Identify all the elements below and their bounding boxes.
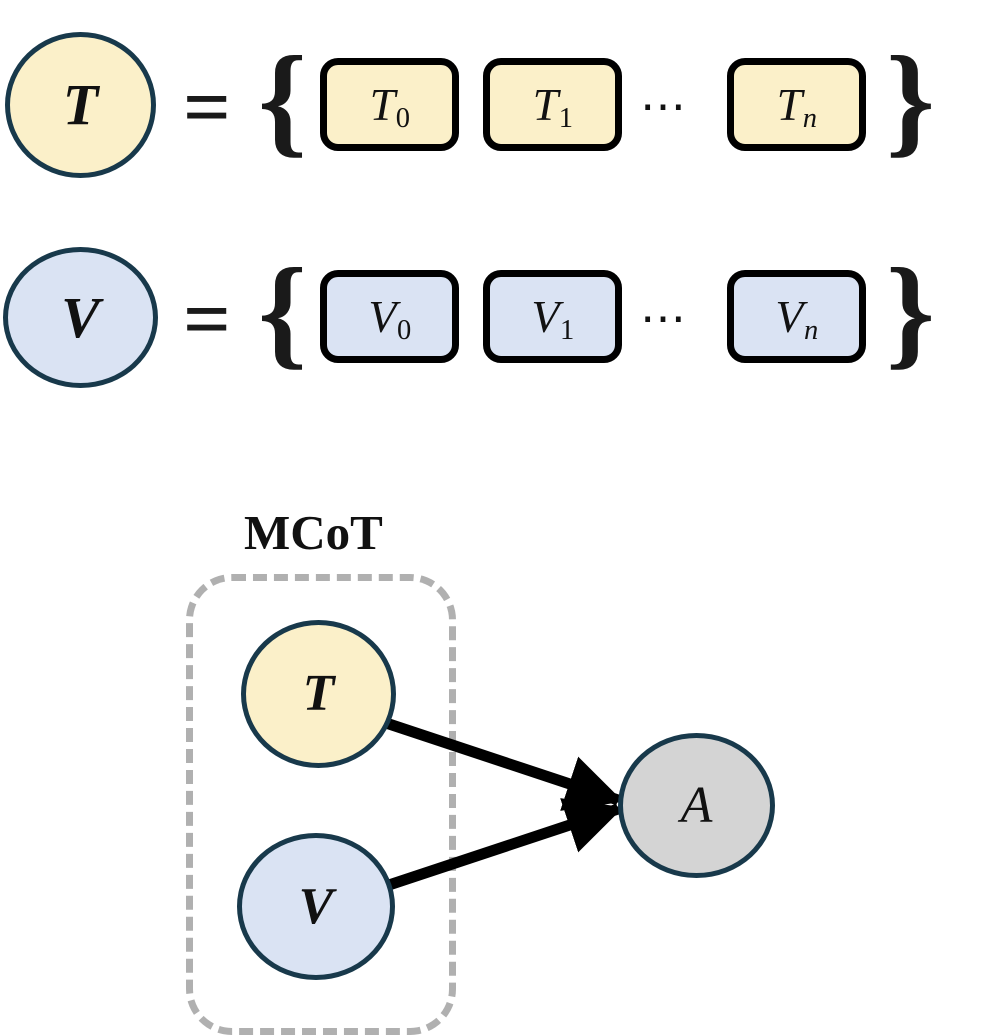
equals-sign-text-row: =: [183, 61, 231, 154]
close-brace-vision-row: }: [886, 243, 935, 380]
vision-token-label-0: V0: [368, 290, 412, 346]
mcot-text-node: T: [241, 620, 396, 768]
answer-node: A: [618, 733, 775, 878]
text-token-label-0: T0: [369, 78, 410, 134]
text-token-box-1: T1: [483, 58, 622, 151]
text-row-ellipsis: ⋯: [640, 81, 693, 132]
vision-modality-circle: V: [3, 247, 158, 388]
open-brace-text-row: {: [258, 31, 307, 168]
text-token-box-n: Tn: [727, 58, 866, 151]
mcot-vision-node: V: [237, 833, 395, 980]
text-token-label-n: Tn: [776, 78, 817, 134]
vision-modality-label: V: [61, 284, 100, 350]
mcot-vision-node-label: V: [298, 877, 334, 935]
vision-token-box-0: V0: [320, 270, 459, 363]
mcot-text-node-label: T: [302, 665, 335, 722]
vision-token-box-n: Vn: [727, 270, 866, 363]
vision-token-label-1: V1: [531, 290, 575, 346]
close-brace-text-row: }: [886, 31, 935, 168]
answer-node-label: A: [680, 776, 713, 834]
mcot-group-title: MCoT: [244, 505, 383, 560]
open-brace-vision-row: {: [258, 243, 307, 380]
text-modality-circle: T: [5, 32, 156, 178]
text-modality-label: T: [62, 72, 99, 137]
text-token-box-0: T0: [320, 58, 459, 151]
vision-row-ellipsis: ⋯: [640, 293, 693, 344]
equals-sign-vision-row: =: [183, 273, 231, 366]
vision-token-box-1: V1: [483, 270, 622, 363]
text-token-label-1: T1: [532, 78, 573, 134]
vision-token-label-n: Vn: [775, 290, 819, 346]
